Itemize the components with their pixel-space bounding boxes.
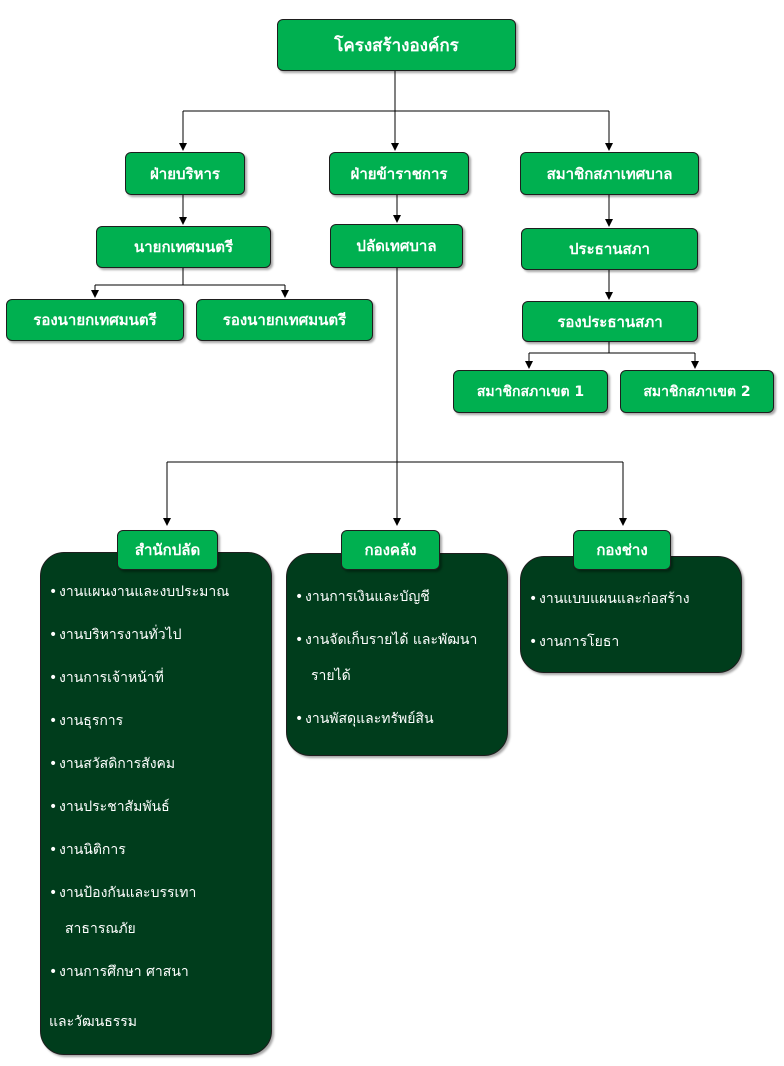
bullet-icon: • [49,627,58,643]
office-item: •งานการเจ้าหน้าที่ [49,667,265,689]
deputy-mayor-node-1: รองนายกเทศมนตรี [6,299,184,341]
deputy-mayor-node-2: รองนายกเทศมนตรี [196,299,373,341]
finance-item-label-continued: รายได้ [311,668,351,684]
engineering-item: •งานการโยธา [529,631,735,653]
office-items: •งานแผนงานและงบประมาณ•งานบริหารงานทั่วไป… [49,581,265,1004]
engineering-items: •งานแบบแผนและก่อสร้าง•งานการโยธา [529,588,735,674]
office-item-label-continued: สาธารณภัย [65,921,136,937]
office-item: •งานแผนงานและงบประมาณ [49,581,265,603]
office-item-label: งานประชาสัมพันธ์ [59,799,170,815]
finance-item: •งานจัดเก็บรายได้ และพัฒนารายได้ [295,629,501,687]
engineering-panel: •งานแบบแผนและก่อสร้าง•งานการโยธา [520,556,742,673]
bullet-icon: • [49,964,58,980]
bullet-icon: • [49,799,58,815]
office-item: •งานนิติการ [49,839,265,861]
executive-branch-node: ฝ่ายบริหาร [125,152,245,195]
council-vice-president-node: รองประธานสภา [522,301,698,342]
mayor-node: นายกเทศมนตรี [96,226,271,268]
bullet-icon: • [529,634,538,650]
bullet-icon: • [49,670,58,686]
bullet-icon: • [295,589,304,605]
office-of-clerk-label: สำนักปลัด [117,530,218,570]
office-item: •งานบริหารงานทั่วไป [49,624,265,646]
office-item-label: งานแผนงานและงบประมาณ [59,584,230,600]
title-node: โครงสร้างองค์กร [277,19,516,71]
engineering-item-label: งานการโยธา [539,634,620,650]
office-item: •งานประชาสัมพันธ์ [49,796,265,818]
council-members-branch-node: สมาชิกสภาเทศบาล [520,152,699,195]
council-district-1-node: สมาชิกสภาเขต 1 [453,370,608,413]
office-panel: •งานแผนงานและงบประมาณ•งานบริหารงานทั่วไป… [40,552,272,1055]
office-item: •งานธุรการ [49,710,265,732]
office-item-label: งานนิติการ [59,842,126,858]
civil-servants-branch-node: ฝ่ายข้าราชการ [329,152,469,195]
finance-item-label: งานพัสดุและทรัพย์สิน [305,711,434,727]
office-items-tail: และวัฒนธรรม [49,1014,138,1030]
office-item-label: งานป้องกันและบรรเทา [59,885,197,901]
bullet-icon: • [295,632,304,648]
office-item-label: งานบริหารงานทั่วไป [59,627,182,643]
municipal-clerk-node: ปลัดเทศบาล [330,224,463,268]
office-item-label: งานธุรการ [59,713,124,729]
office-item-label: งานการเจ้าหน้าที่ [59,670,164,686]
office-item: •งานการศึกษา ศาสนา [49,961,265,983]
finance-item: •งานการเงินและบัญชี [295,586,501,608]
engineering-item: •งานแบบแผนและก่อสร้าง [529,588,735,610]
engineering-item-label: งานแบบแผนและก่อสร้าง [539,591,690,607]
office-item-label: งานการศึกษา ศาสนา [59,964,189,980]
bullet-icon: • [49,842,58,858]
council-district-2-node: สมาชิกสภาเขต 2 [620,370,774,413]
finance-item-label: งานจัดเก็บรายได้ และพัฒนา [305,632,478,648]
office-item-label: งานสวัสดิการสังคม [59,756,176,772]
bullet-icon: • [49,713,58,729]
office-item: •งานสวัสดิการสังคม [49,753,265,775]
finance-item-label: งานการเงินและบัญชี [305,589,430,605]
bullet-icon: • [49,756,58,772]
bullet-icon: • [529,591,538,607]
office-item: •งานป้องกันและบรรเทาสาธารณภัย [49,882,265,940]
finance-item: •งานพัสดุและทรัพย์สิน [295,708,501,730]
finance-panel: •งานการเงินและบัญชี•งานจัดเก็บรายได้ และ… [286,553,508,756]
bullet-icon: • [295,711,304,727]
engineering-division-label: กองช่าง [573,530,671,570]
bullet-icon: • [49,885,58,901]
finance-division-label: กองคลัง [341,530,440,570]
finance-items: •งานการเงินและบัญชี•งานจัดเก็บรายได้ และ… [295,586,501,751]
bullet-icon: • [49,584,58,600]
council-president-node: ประธานสภา [521,228,698,270]
